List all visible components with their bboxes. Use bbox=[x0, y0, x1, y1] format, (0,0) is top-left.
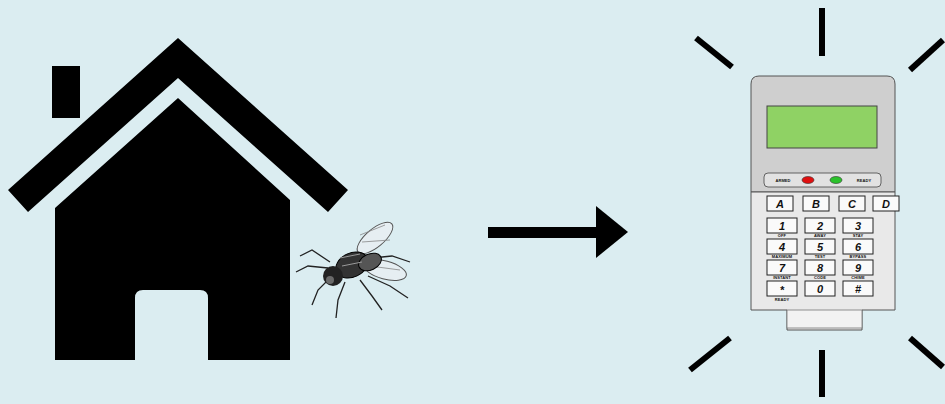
key-label: 4 bbox=[779, 242, 785, 253]
status-label: ARMED bbox=[775, 179, 790, 183]
chimney bbox=[52, 66, 80, 118]
key-label: 7 bbox=[779, 263, 785, 274]
key-function-label: AWAY bbox=[814, 234, 826, 238]
key-label: * bbox=[780, 285, 784, 296]
key-label: 1 bbox=[779, 221, 785, 232]
key-label: 3 bbox=[855, 221, 861, 232]
key-label: # bbox=[855, 284, 861, 295]
key-label: 2 bbox=[817, 221, 823, 232]
key-function-label: OFF bbox=[778, 234, 786, 238]
key-function-label: TEST bbox=[815, 255, 826, 259]
key-label: 5 bbox=[817, 242, 823, 253]
key-function-label: BYPASS bbox=[850, 255, 867, 259]
key-label: 9 bbox=[855, 263, 861, 274]
house-icon bbox=[8, 38, 348, 360]
key-label: 0 bbox=[817, 284, 823, 295]
key-label: D bbox=[882, 199, 890, 210]
key-label: 6 bbox=[855, 242, 861, 253]
keypad bbox=[751, 76, 899, 330]
status-label: READY bbox=[857, 179, 872, 183]
key-label: A bbox=[776, 199, 784, 210]
alarm-rays bbox=[690, 8, 943, 397]
key-function-label: CODE bbox=[814, 276, 826, 280]
key-label: 8 bbox=[817, 263, 823, 274]
key-function-label: READY bbox=[775, 298, 790, 302]
key-function-label: CHIME bbox=[851, 276, 864, 280]
arrow bbox=[488, 206, 628, 258]
key-function-label: INSTANT bbox=[773, 276, 791, 280]
key-function-label: MAXIMUM bbox=[772, 255, 792, 259]
key-label: B bbox=[812, 199, 820, 210]
key-function-label: STAY bbox=[853, 234, 863, 238]
house-body bbox=[55, 98, 290, 360]
fly-icon bbox=[296, 217, 410, 318]
key-label: C bbox=[848, 199, 856, 210]
